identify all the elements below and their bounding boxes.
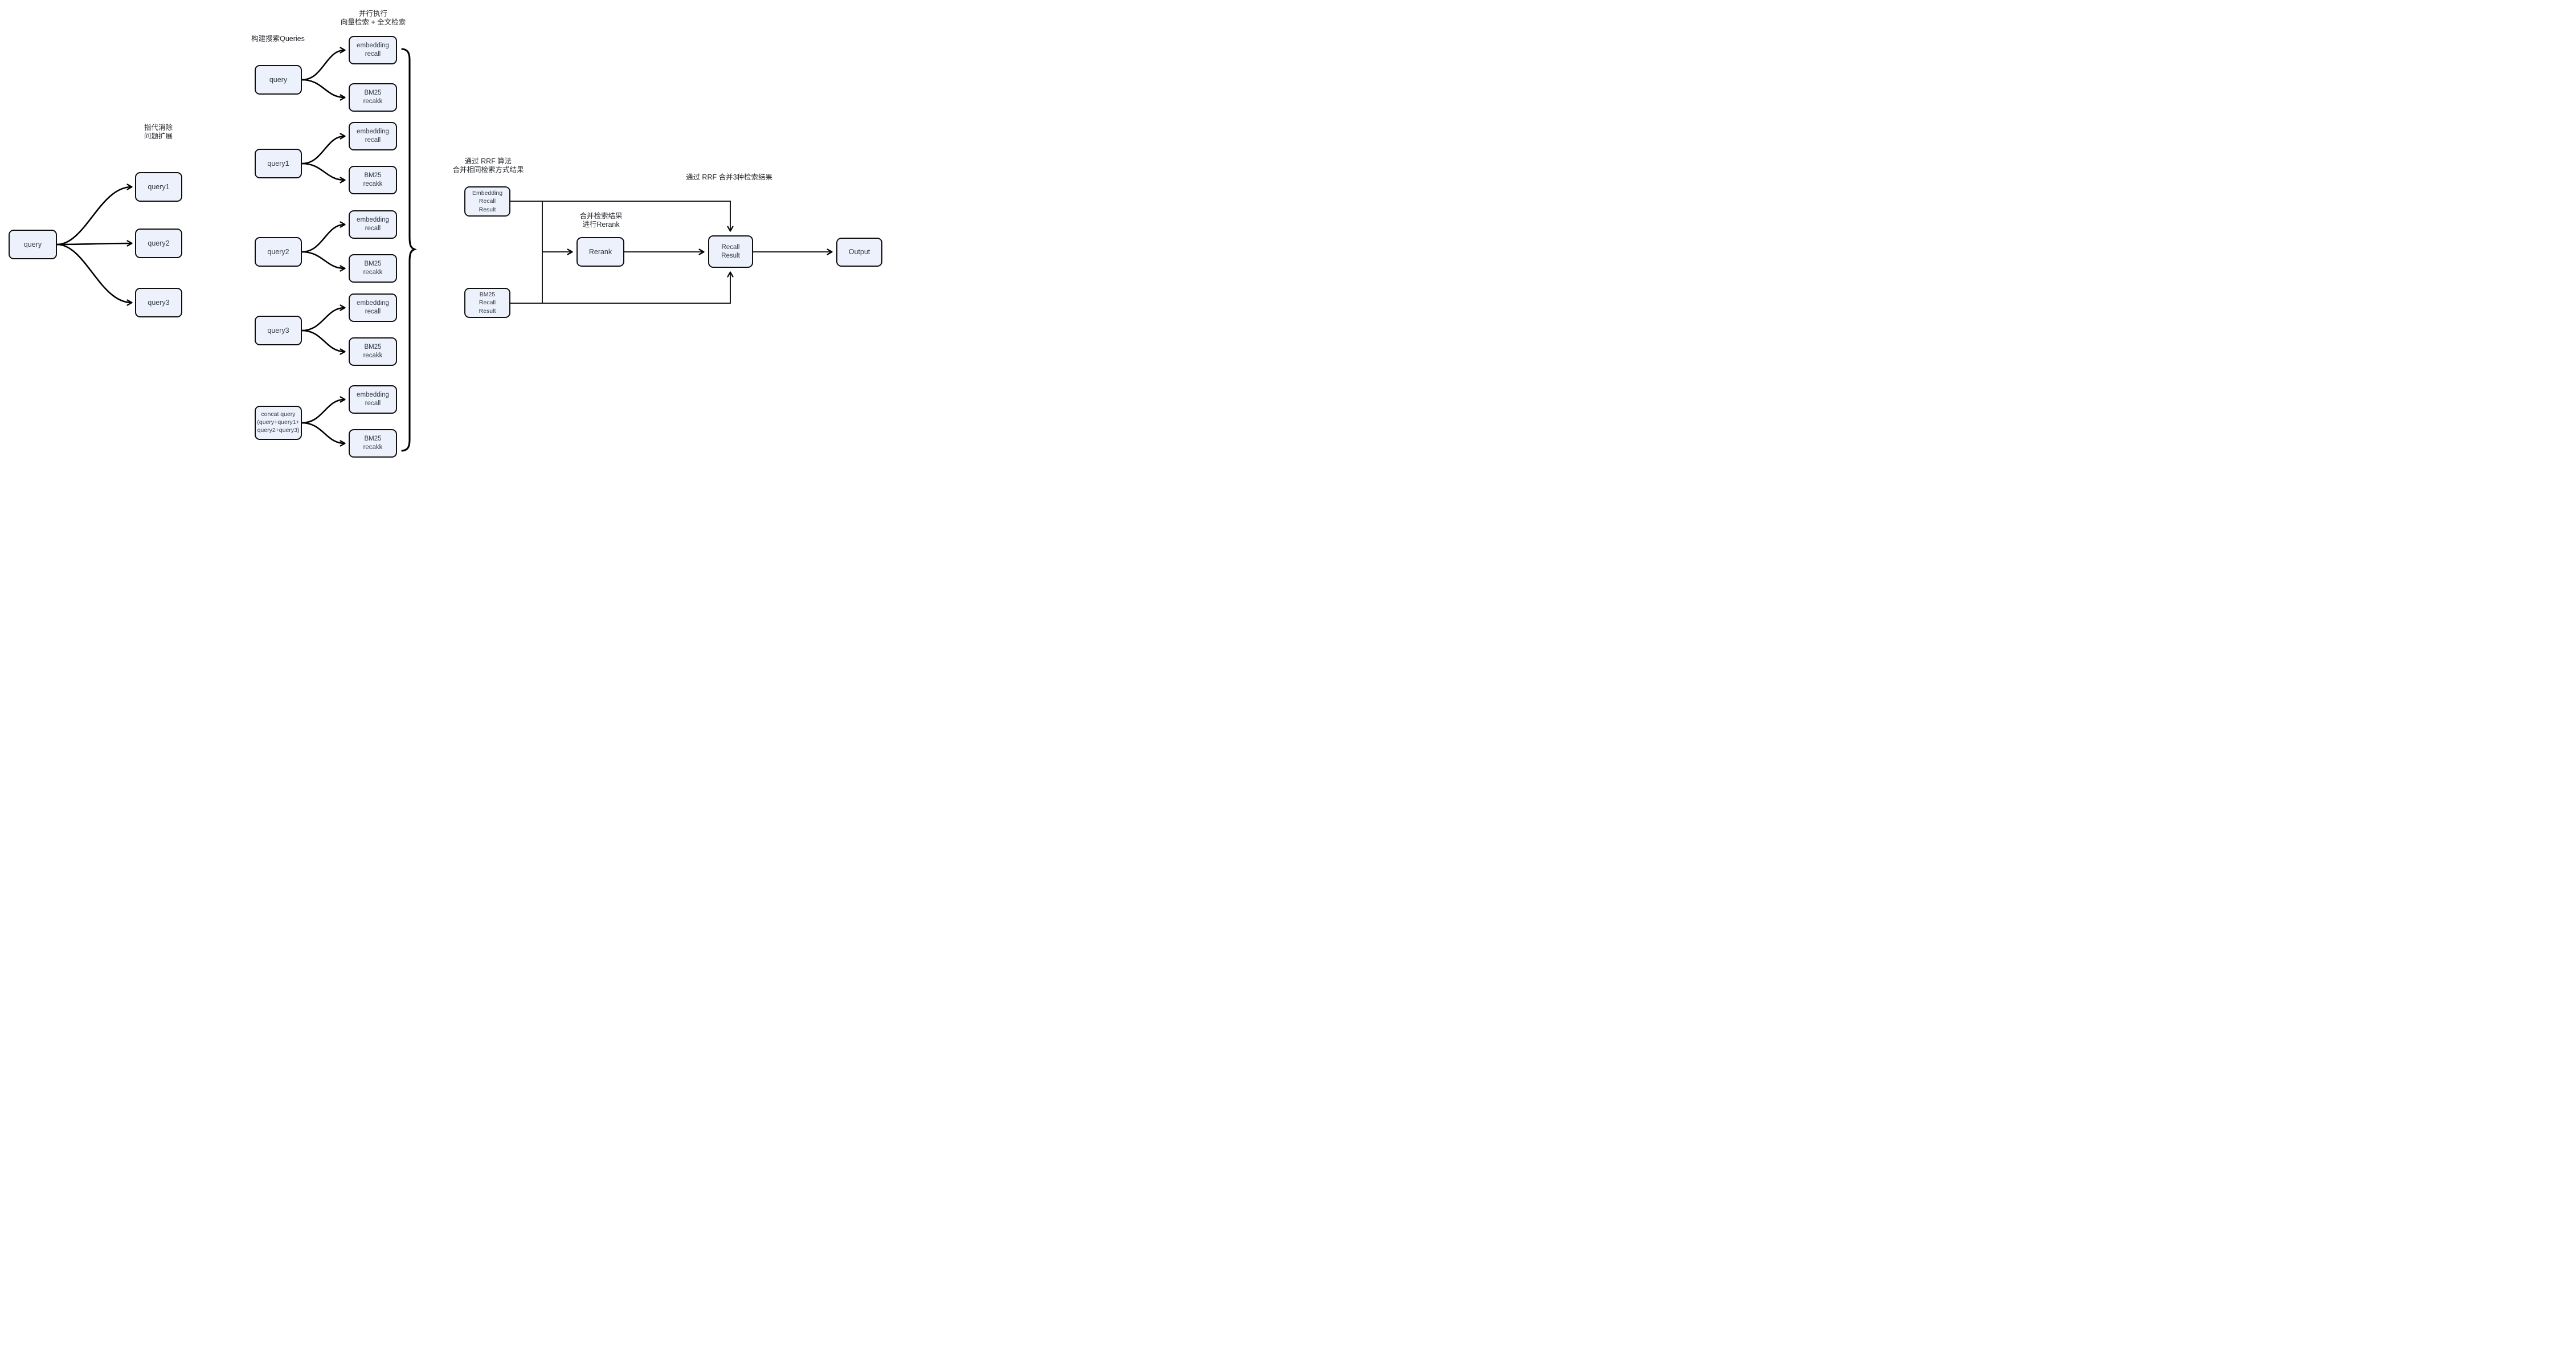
edge-bm25result-to-recallresult: [510, 271, 734, 304]
node-bm25-recall-5: BM25 recakk: [349, 429, 397, 458]
edge-query-to-query1: [56, 183, 133, 246]
annotation-coref-expand: 指代消除 问题扩展: [144, 124, 173, 141]
node-query2: query2: [135, 229, 182, 258]
node-bm25-recall-4: BM25 recakk: [349, 337, 397, 366]
node-embedding-recall-2: embedding recall: [349, 122, 397, 150]
node-embedding-recall-4: embedding recall: [349, 293, 397, 322]
node-bm25-recall-1: BM25 recakk: [349, 83, 397, 112]
node-query1: query1: [135, 172, 182, 202]
edge-query-to-query2: [56, 240, 133, 247]
node-query3: query3: [135, 288, 182, 317]
node-embedding-recall-3: embedding recall: [349, 210, 397, 239]
node-mid-query1: query1: [255, 149, 302, 178]
node-mid-query2: query2: [255, 237, 302, 267]
node-bm25-recall-result: BM25 Recall Result: [464, 288, 510, 318]
node-output: Output: [836, 238, 882, 267]
annotation-parallel-exec: 并行执行 向量检索 + 全文检索: [340, 10, 406, 27]
node-concat-query: concat query (query+query1+ query2+query…: [255, 406, 302, 440]
edge-concat-to-bm25-5: [301, 422, 346, 447]
node-embedding-recall-result: Embedding Recall Result: [464, 186, 510, 217]
edge-query-to-query3: [56, 243, 133, 306]
edge-midquery-to-embedding1: [301, 47, 346, 81]
edge-midquery1-to-bm25-2: [301, 162, 346, 183]
annotation-rrf-merge3: 通过 RRF 合并3种检索结果: [685, 173, 773, 181]
edge-concat-to-embedding5: [301, 396, 346, 424]
flow-diagram: 并行执行 向量检索 + 全文检索 构建搜索Queries 指代消除 问题扩展 通…: [0, 0, 889, 467]
connector-layer: [56, 47, 833, 452]
edge-midquery3-to-bm25-4: [301, 329, 346, 355]
node-embedding-recall-1: embedding recall: [349, 36, 397, 64]
annotation-build-queries: 构建搜索Queries: [251, 35, 305, 43]
edge-midquery3-to-embedding4: [301, 304, 346, 332]
edge-embresult-to-recallresult: [510, 201, 734, 232]
node-rerank: Rerank: [576, 237, 624, 267]
edge-midquery-to-bm25-1: [301, 79, 346, 101]
node-embedding-recall-5: embedding recall: [349, 385, 397, 414]
edge-midquery2-to-embedding3: [301, 221, 346, 253]
node-query-root: query: [9, 230, 57, 259]
node-mid-query: query: [255, 65, 302, 95]
edge-midquery1-to-embedding2: [301, 133, 346, 165]
group-brace: [401, 48, 417, 452]
node-bm25-recall-3: BM25 recakk: [349, 254, 397, 283]
annotation-merge-rerank: 合并检索结果 进行Rerank: [579, 212, 623, 229]
node-recall-result: Recall Result: [708, 235, 753, 268]
annotation-rrf-same: 通过 RRF 算法 合并相同检索方式结果: [452, 157, 524, 174]
edge-midquery2-to-bm25-3: [301, 251, 346, 272]
node-mid-query3: query3: [255, 316, 302, 345]
node-bm25-recall-2: BM25 recakk: [349, 166, 397, 194]
